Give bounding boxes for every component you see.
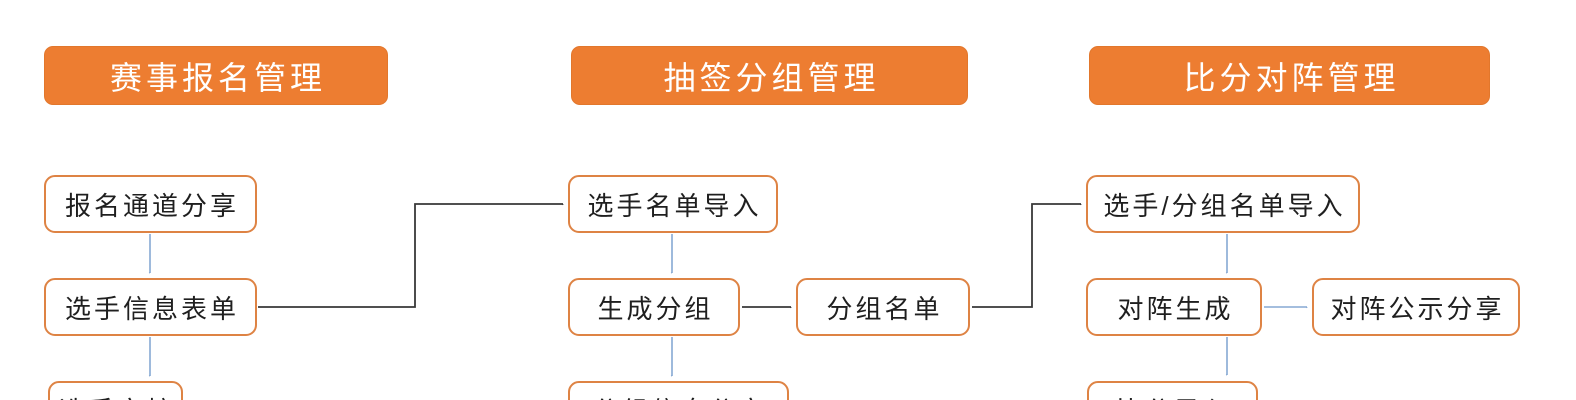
flow-node-group-info-share[interactable]: 分组信息分享 bbox=[568, 381, 789, 400]
flow-node-player-review[interactable]: 选手审核 bbox=[48, 381, 183, 400]
flow-node-bracket-generate[interactable]: 对阵生成 bbox=[1086, 278, 1262, 336]
column-header-draw-grouping[interactable]: 抽签分组管理 bbox=[571, 46, 968, 105]
flow-node-score-entry[interactable]: 比分录入 bbox=[1087, 381, 1258, 400]
column-header-score-bracket[interactable]: 比分对阵管理 bbox=[1089, 46, 1490, 105]
column-header-registration[interactable]: 赛事报名管理 bbox=[44, 46, 388, 105]
flow-node-player-group-list-import[interactable]: 选手/分组名单导入 bbox=[1086, 175, 1360, 233]
flow-node-bracket-publish-share[interactable]: 对阵公示分享 bbox=[1312, 278, 1520, 336]
flow-node-reg-channel-share[interactable]: 报名通道分享 bbox=[44, 175, 257, 233]
flow-node-generate-groups[interactable]: 生成分组 bbox=[568, 278, 740, 336]
flow-node-group-list[interactable]: 分组名单 bbox=[796, 278, 970, 336]
flow-node-player-info-form[interactable]: 选手信息表单 bbox=[44, 278, 257, 336]
flow-node-player-list-import[interactable]: 选手名单导入 bbox=[568, 175, 778, 233]
edge-group-list-to-player-group-list-import bbox=[972, 203, 1081, 308]
edge-player-info-form-to-player-list-import bbox=[258, 203, 563, 308]
